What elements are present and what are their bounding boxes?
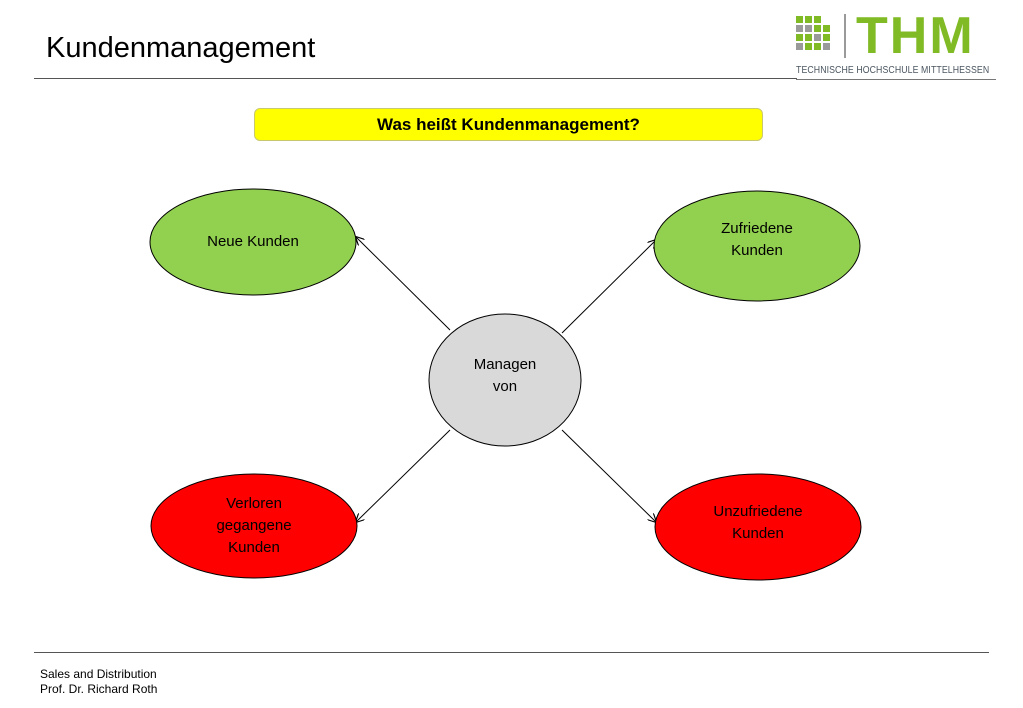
footer-author: Prof. Dr. Richard Roth: [40, 682, 158, 696]
logo-grid-square: [805, 34, 812, 41]
slide-title: Kundenmanagement: [46, 32, 316, 64]
thm-logo: THM TECHNISCHE HOCHSCHULE MITTELHESSEN: [796, 7, 996, 82]
logo-subtitle: TECHNISCHE HOCHSCHULE MITTELHESSEN: [796, 65, 990, 76]
label-center: Managen von: [473, 356, 537, 395]
ellipse-verlorene-kunden: [150, 473, 358, 579]
logo-separator: [844, 14, 846, 58]
logo-grid-square: [796, 43, 803, 50]
logo-grid-square: [796, 34, 803, 41]
arrow-to-zufriedene-kunden: [561, 240, 656, 334]
ellipse-zufriedene-kunden: [653, 190, 861, 302]
logo-grid-square: [814, 16, 821, 23]
logo-grid-square: [823, 25, 830, 32]
logo-grid-square: [796, 25, 803, 32]
arrow-to-neue-kunden: [356, 237, 451, 331]
label-verlorene-kunden: Verloren gegangene Kunden: [216, 495, 292, 556]
header-divider: [34, 78, 797, 79]
ellipse-center: [428, 313, 582, 447]
footer: Sales and Distribution Prof. Dr. Richard…: [40, 667, 157, 697]
logo-grid-square: [814, 43, 821, 50]
logo-wordmark: THM: [856, 7, 975, 65]
logo-grid-square: [823, 43, 830, 50]
ellipse-neue-kunden: [149, 188, 357, 296]
logo-underline: [796, 79, 996, 80]
logo-grid-square: [823, 34, 830, 41]
logo-grid-square: [796, 16, 803, 23]
logo-grid-square: [805, 16, 812, 23]
logo-grid-icon: [796, 16, 832, 52]
question-banner: Was heißt Kundenmanagement?: [254, 108, 763, 141]
logo-grid-square: [814, 25, 821, 32]
footer-divider: [34, 652, 989, 653]
label-zufriedene-kunden: Zufriedene Kunden: [721, 220, 793, 259]
arrow-to-unzufriedene-kunden: [561, 429, 656, 522]
footer-course: Sales and Distribution: [40, 667, 157, 681]
logo-grid-square: [805, 43, 812, 50]
label-unzufriedene-kunden: Unzufriedene Kunden: [713, 503, 803, 542]
ellipse-unzufriedene-kunden: [654, 473, 862, 581]
arrow-to-verlorene-kunden: [356, 429, 451, 522]
label-neue-kunden: Neue Kunden: [207, 233, 299, 250]
logo-grid-square: [814, 34, 821, 41]
logo-grid-square: [805, 25, 812, 32]
